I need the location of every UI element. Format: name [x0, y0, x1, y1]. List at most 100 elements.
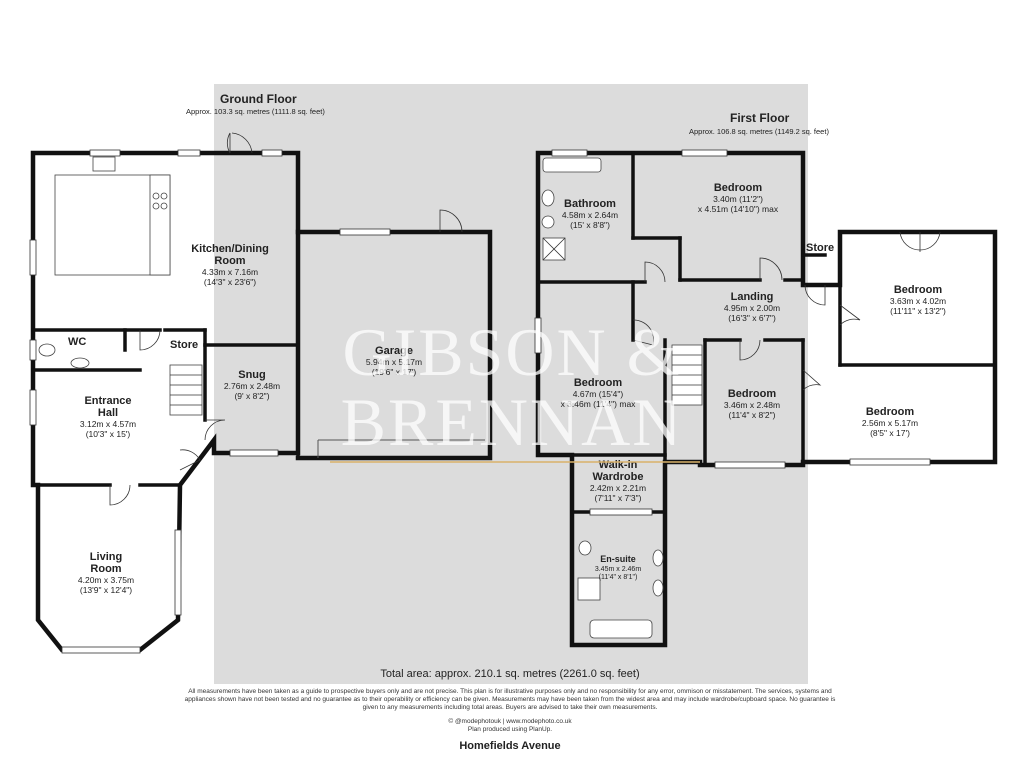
- room-name: Bedroom: [894, 284, 943, 296]
- room-dimensions: (14'3" x 23'6"): [204, 277, 256, 287]
- door-icon: [439, 209, 463, 233]
- room-dimensions: 2.76m x 2.48m: [224, 381, 280, 391]
- window: [589, 508, 653, 516]
- window: [174, 529, 182, 616]
- watermark-line-2: BRENNAN: [341, 384, 684, 460]
- kitchen-sink-icon: [92, 156, 116, 172]
- basin-icon: [652, 549, 664, 567]
- credit-block: © @modephotouk | www.modephoto.co.uk Pla…: [380, 718, 640, 734]
- door-icon: [109, 484, 131, 506]
- hob-ring-icon: [160, 192, 168, 200]
- room-dimensions: (11'4" x 8'2"): [729, 410, 776, 420]
- plan-background-panel: [214, 84, 808, 684]
- ground-floor-plan: Ground Floor Approx. 103.3 sq. metres (1…: [29, 92, 493, 654]
- hob-ring-icon: [160, 202, 168, 210]
- door-icon: [759, 257, 783, 281]
- window: [89, 149, 121, 157]
- ground-floor-area: Approx. 103.3 sq. metres (1111.8 sq. fee…: [186, 107, 325, 116]
- basin-icon: [652, 579, 664, 597]
- bath-icon: [589, 619, 653, 639]
- room-name: Garage: [375, 345, 413, 357]
- room-dimensions: 5.94m x 5.17m: [366, 357, 422, 367]
- door-icon: [739, 339, 761, 361]
- plan-credit: Plan produced using PlanUp.: [467, 726, 553, 733]
- door-icon: [632, 319, 654, 346]
- hob-ring-icon: [152, 192, 160, 200]
- room-dimensions: x 3.46m (11'4") max: [561, 399, 637, 409]
- room-name: Bedroom: [866, 406, 915, 418]
- room-dimensions: (19'6" x 17'): [372, 367, 417, 377]
- room-dimensions: 2.42m x 2.21m: [590, 483, 646, 493]
- room-dimensions: (10'3" x 15'): [86, 429, 131, 439]
- room-dimensions: 3.45m x 2.46m: [595, 566, 641, 573]
- room-name: Store: [170, 339, 198, 351]
- room-dimensions: (16'3" x 6'7"): [728, 313, 776, 323]
- window: [29, 339, 37, 361]
- toilet-icon: [541, 215, 555, 229]
- toilet-icon: [578, 540, 592, 556]
- property-address: Homefields Avenue: [459, 740, 561, 752]
- first-floor-stairs-icon: [671, 344, 703, 406]
- window: [29, 239, 37, 276]
- room-name: Kitchen/Dining: [191, 243, 269, 255]
- room-name: Walk-in: [599, 459, 638, 471]
- room-dimensions: (13'9" x 12'4"): [80, 585, 132, 595]
- room-dimensions: (15' x 8'8"): [570, 220, 610, 230]
- window: [681, 149, 728, 157]
- door-icon: [204, 419, 226, 441]
- window: [339, 228, 391, 236]
- room-name: Bedroom: [574, 377, 623, 389]
- room-dimensions: (9' x 8'2"): [234, 391, 269, 401]
- basin-icon: [541, 189, 555, 207]
- room-name: Landing: [731, 291, 774, 303]
- door-icon: [139, 329, 161, 351]
- first-floor-area: Approx. 106.8 sq. metres (1149.2 sq. fee…: [689, 127, 829, 136]
- room-dimensions: (7'11" x 7'3"): [595, 493, 642, 503]
- room-dimensions: 2.56m x 5.17m: [862, 418, 918, 428]
- room-dimensions: 4.67m (15'4"): [573, 389, 624, 399]
- room-dimensions: 4.58m x 2.64m: [562, 210, 618, 220]
- agency-watermark: GIBSON & BRENNAN: [330, 314, 700, 463]
- room-name: Bedroom: [714, 182, 763, 194]
- door-icon: [802, 369, 822, 391]
- french-door-icon: [226, 132, 253, 154]
- room-name: Room: [214, 255, 245, 267]
- bay-window: [61, 646, 141, 654]
- room-name: Entrance: [84, 395, 131, 407]
- room-dimensions: 3.40m (11'2"): [713, 194, 763, 204]
- room-dimensions: (11'11" x 13'2"): [890, 306, 946, 316]
- bath-icon: [542, 157, 602, 173]
- front-door-icon: [179, 449, 201, 471]
- first-floor-plan: First Floor Approx. 106.8 sq. metres (11…: [534, 111, 998, 648]
- room-dimensions: x 4.51m (14'10") max: [698, 204, 779, 214]
- door-icon: [644, 261, 666, 283]
- room-name: Bedroom: [728, 388, 777, 400]
- window: [29, 389, 37, 426]
- room-name: Living: [90, 551, 122, 563]
- window: [849, 458, 931, 466]
- room-dimensions: 3.12m x 4.57m: [80, 419, 136, 429]
- room-dimensions: (8'5" x 17'): [870, 428, 910, 438]
- room-name: Bathroom: [564, 198, 616, 210]
- window: [177, 149, 201, 157]
- watermark-line-1: GIBSON &: [342, 314, 681, 390]
- room-name: En-suite: [600, 554, 636, 564]
- door-icon: [804, 284, 826, 306]
- room-dimensions: 4.20m x 3.75m: [78, 575, 134, 585]
- room-name: Hall: [98, 407, 118, 419]
- hob-ring-icon: [152, 202, 160, 210]
- window: [714, 461, 786, 469]
- room-dimensions: 3.46m x 2.48m: [724, 400, 780, 410]
- window: [261, 149, 283, 157]
- window: [551, 149, 588, 157]
- room-dimensions: 3.63m x 4.02m: [890, 296, 946, 306]
- first-floor-outer-wall: [535, 150, 998, 648]
- door-icon: [839, 304, 861, 326]
- window: [229, 449, 279, 457]
- basin-icon: [70, 357, 90, 369]
- wardrobe-door-icon: [899, 231, 941, 252]
- room-dimensions: 4.33m x 7.16m: [202, 267, 258, 277]
- room-name: WC: [68, 336, 86, 348]
- toilet-icon: [38, 343, 56, 357]
